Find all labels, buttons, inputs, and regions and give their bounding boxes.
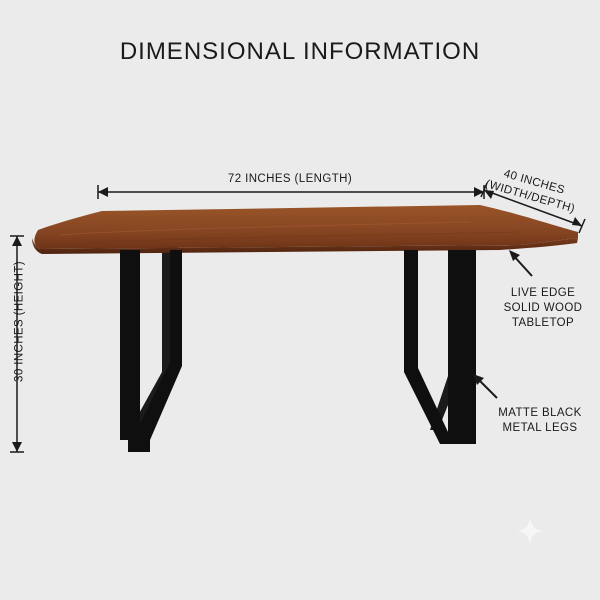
length-dimension-line <box>97 185 485 199</box>
page-title: DIMENSIONAL INFORMATION <box>119 38 481 65</box>
tabletop-callout-line3: TABLETOP <box>511 317 575 329</box>
width-dimension-line <box>480 182 586 234</box>
tabletop-callout-line2: SOLID WOOD <box>503 302 583 314</box>
tabletop <box>32 205 579 254</box>
legs-callout-arrow <box>473 374 498 399</box>
tabletop-callout-line1: LIVE EDGE <box>510 287 576 299</box>
back-legs <box>132 246 476 446</box>
height-label: 30 INCHES (HEIGHT) <box>13 261 26 382</box>
front-legs <box>120 250 476 452</box>
height-dimension-line <box>10 235 24 453</box>
legs-callout: MATTE BLACK METAL LEGS <box>484 406 596 436</box>
legs-callout-line2: METAL LEGS <box>502 422 578 434</box>
sparkle-icon <box>517 518 543 544</box>
legs-callout-line1: MATTE BLACK <box>498 407 582 419</box>
tabletop-callout: LIVE EDGE SOLID WOOD TABLETOP <box>488 286 598 331</box>
tabletop-callout-arrow <box>509 250 533 277</box>
length-label: 72 INCHES (LENGTH) <box>227 173 353 185</box>
